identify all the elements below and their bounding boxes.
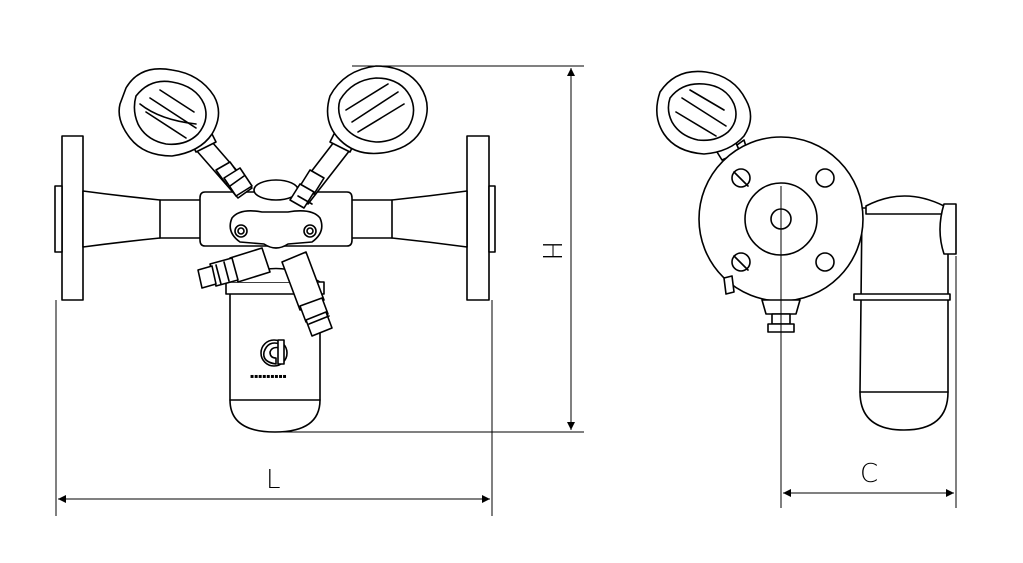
side-canister: [859, 207, 949, 431]
side-flange-hole-4: [815, 252, 835, 272]
side-handwheel: [656, 70, 753, 175]
right-handwheel: [326, 65, 428, 155]
drain-fitting-left: [197, 247, 271, 289]
left-pipe: [82, 190, 206, 248]
right-flange: [466, 135, 490, 301]
dimension-L: L: [55, 300, 493, 516]
brand-logo: ▪▪▪▪▪▪▪▪▪: [250, 339, 288, 380]
dimension-L-label: L: [266, 465, 281, 495]
side-view: [656, 70, 957, 431]
dimension-C-label: C: [860, 459, 878, 489]
brand-logo-caption: ▪▪▪▪▪▪▪▪▪: [250, 373, 287, 380]
left-handwheel: [118, 68, 220, 157]
front-view: ▪▪▪▪▪▪▪▪▪: [54, 65, 496, 433]
side-canister-cap: [939, 203, 957, 255]
connector-plate: [229, 210, 323, 249]
drain-fitting-right: [281, 251, 333, 337]
right-flange-face: [488, 185, 496, 253]
side-canister-band: [853, 293, 951, 301]
right-pipe: [346, 190, 468, 248]
left-flange: [61, 135, 84, 301]
left-flange-face: [54, 185, 63, 253]
side-flange-hole-2: [815, 168, 835, 188]
dimension-H-label: H: [536, 241, 566, 261]
dimension-H: H: [275, 65, 584, 433]
dimension-C: C: [780, 256, 957, 508]
